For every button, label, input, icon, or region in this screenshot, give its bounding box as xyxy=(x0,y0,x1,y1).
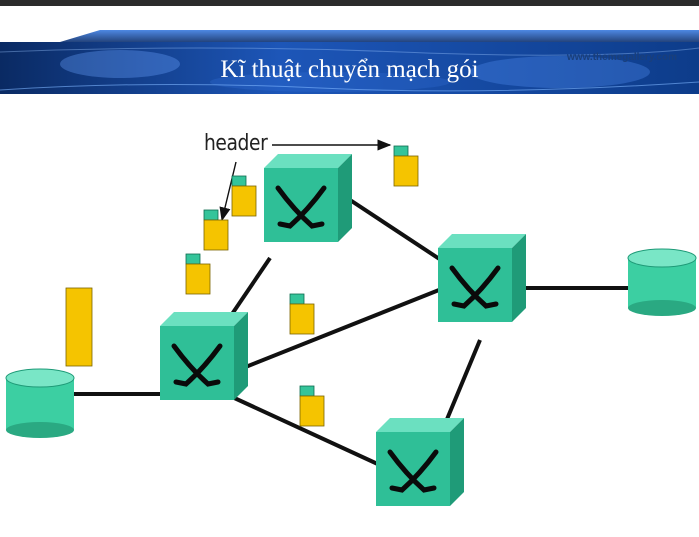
banner-graphic xyxy=(0,30,699,94)
slide-banner: www.themegallery.com Kĩ thuật chuyển mạc… xyxy=(0,22,699,94)
packet-4 xyxy=(393,145,419,187)
host-left xyxy=(5,368,75,438)
packet-switching-diagram xyxy=(0,94,699,537)
switch-top xyxy=(264,154,352,242)
packet-5 xyxy=(289,293,315,335)
packet-1 xyxy=(185,253,211,295)
switch-left xyxy=(160,312,248,400)
packet-6 xyxy=(299,385,325,427)
host-right xyxy=(627,248,697,316)
website-url[interactable]: www.themegallery.com xyxy=(566,52,677,63)
top-bar xyxy=(0,0,699,6)
slide-title: Kĩ thuật chuyển mạch gói xyxy=(220,56,479,83)
network-links xyxy=(72,194,632,468)
header-label: header xyxy=(204,131,268,156)
packet-3 xyxy=(231,175,257,217)
switch-right xyxy=(438,234,526,322)
switch-bottom xyxy=(376,418,464,506)
message-block xyxy=(65,287,93,367)
header-arrow xyxy=(219,139,392,222)
packet-2 xyxy=(203,209,229,251)
